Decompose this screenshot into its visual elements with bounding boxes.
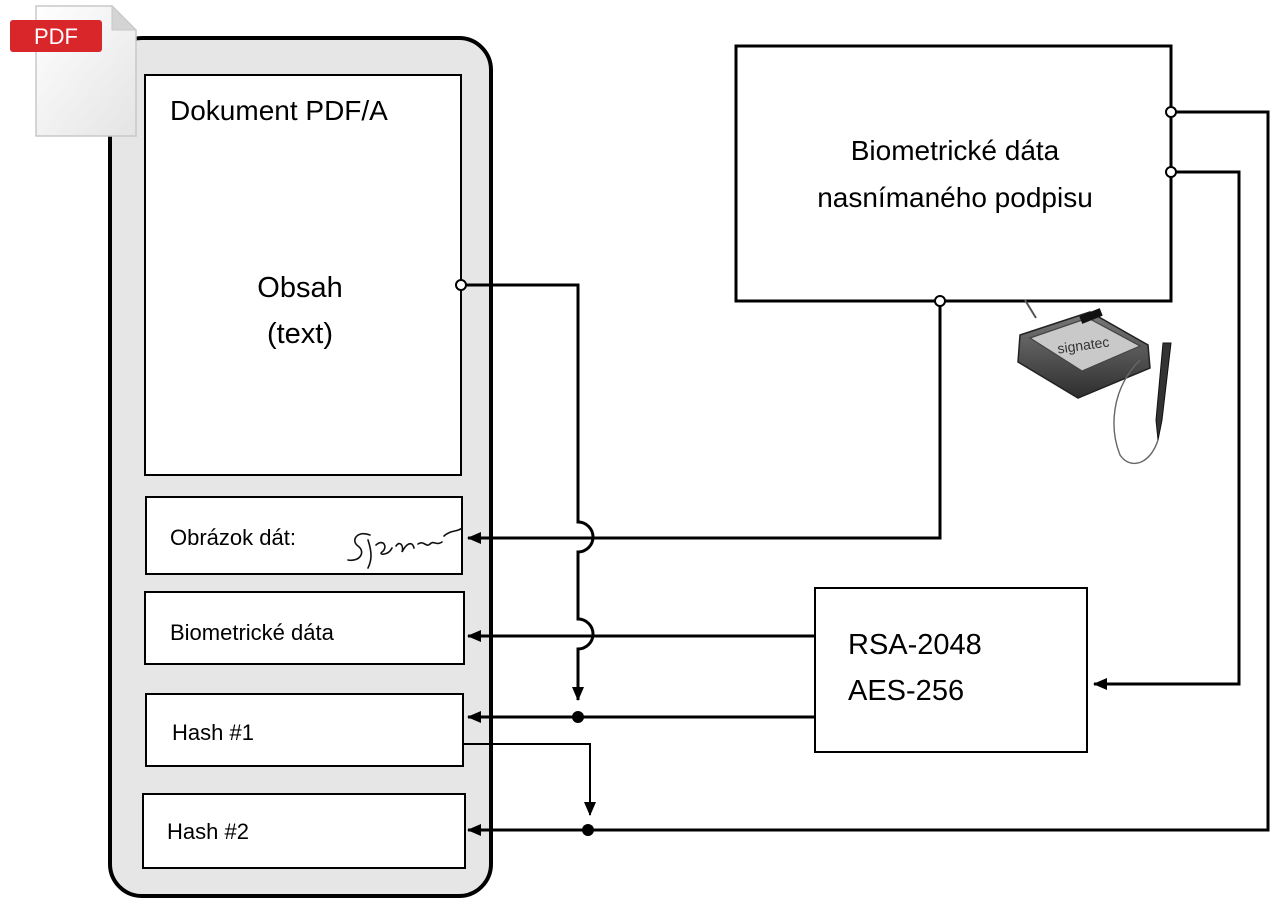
port-biometric-bottom: [934, 295, 946, 307]
hash2-label: Hash #2: [167, 819, 249, 844]
biometric-source-box: [734, 44, 1173, 303]
junction-dot-hash1: [572, 711, 584, 723]
biometric-to-image-line: [467, 301, 942, 544]
connector-lines: [461, 110, 1270, 836]
biometric-source-line2: nasnímaného podpisu: [817, 182, 1093, 213]
pdf-file-icon: PDF: [10, 4, 138, 137]
biometric-to-hash2-line: [467, 110, 1270, 836]
hash1-field: [145, 693, 464, 767]
crypto-line1: RSA-2048: [848, 629, 982, 661]
crypto-box: [814, 587, 1088, 753]
content-box: [144, 74, 462, 476]
port-biometric-right-upper: [1165, 106, 1177, 118]
content-to-hash1-line: [461, 283, 595, 701]
content-sublabel: (text): [267, 318, 333, 350]
tablet-screen-text: signatec: [1056, 333, 1110, 356]
port-content: [455, 279, 467, 291]
signature-pad-icon: signatec: [1017, 299, 1172, 465]
junction-dot-hash2: [582, 824, 594, 836]
image-data-field: [145, 496, 463, 575]
pdf-badge-label: PDF: [34, 24, 78, 49]
port-biometric-right-lower: [1165, 166, 1177, 178]
biometric-source-line1: Biometrické dáta: [851, 135, 1060, 166]
document-title: Dokument PDF/A: [170, 95, 388, 126]
hash1-label: Hash #1: [172, 720, 254, 745]
biometric-to-crypto-line: [1093, 170, 1241, 690]
hash1-to-hash2-line: [463, 743, 596, 816]
image-data-label: Obrázok dát:: [170, 525, 296, 550]
hash2-field: [142, 793, 466, 869]
signature-image: [347, 527, 463, 569]
crypto-line2: AES-256: [848, 675, 964, 707]
biometric-data-field: [144, 591, 465, 665]
biometric-data-label: Biometrické dáta: [170, 620, 335, 645]
content-label: Obsah: [257, 272, 342, 304]
